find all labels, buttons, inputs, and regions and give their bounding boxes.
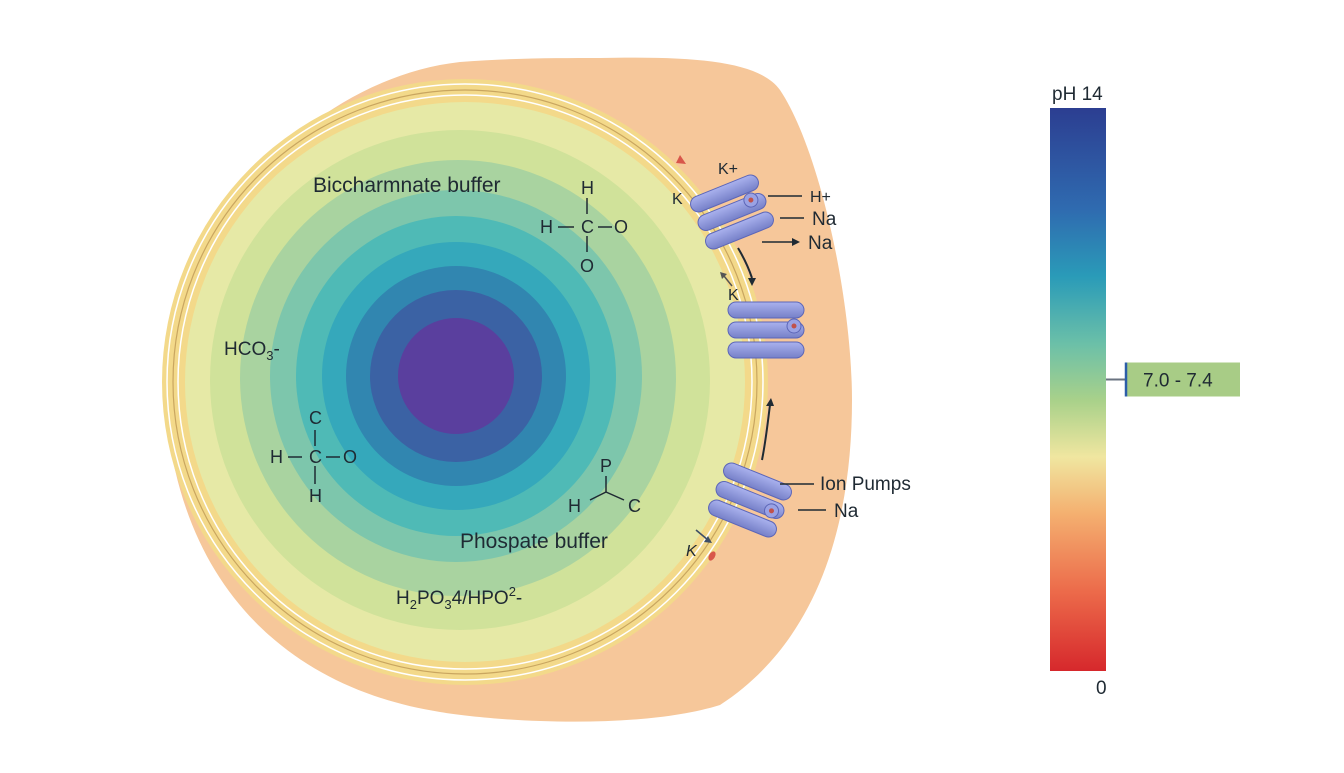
atom-h-left: H [540, 217, 553, 237]
atom-h: H [568, 496, 581, 516]
atom-c: C [628, 496, 641, 516]
h2po-sub1: 2 [410, 597, 417, 612]
atom-h-top: H [581, 178, 594, 198]
h2po-sub2: 3 [444, 597, 451, 612]
molecule-bicarbonate: H H C O O [540, 178, 628, 276]
red-ion-arrow-top [676, 155, 686, 164]
atom-c-top: C [309, 408, 322, 428]
na-1-label: Na [812, 209, 837, 230]
membrane-line-2 [172, 89, 758, 675]
transport-arrow-upper [737, 247, 753, 279]
atom-h-left: H [270, 447, 283, 467]
k-bottom-label: K [686, 543, 698, 560]
k-mid-label: K [728, 287, 739, 304]
hco3-sub: 3 [266, 348, 273, 363]
transport-arrow-upper-head [748, 278, 756, 286]
atom-c: C [581, 217, 594, 237]
membrane-line-1 [166, 83, 764, 681]
k-arrow-bottom-head [704, 536, 712, 543]
membrane-line-3 [177, 94, 753, 670]
phosphate-formula-label: H2PO34/HPO2- [396, 584, 522, 612]
ph-core [398, 318, 514, 434]
ph-scale-top-label: pH 14 [1052, 84, 1103, 105]
k-plus-top-label: K+ [718, 161, 738, 178]
molecule-phosphate: P H C [568, 456, 641, 516]
h2po-tail: - [516, 588, 522, 609]
atom-c-center: C [309, 447, 322, 467]
atom-p: P [600, 456, 612, 476]
bicarbonate-buffer-label: Biccharmnate buffer [313, 174, 501, 197]
ion-pump-1 [690, 174, 774, 250]
hco3-tail: - [273, 339, 279, 360]
red-ion-bottom [708, 551, 716, 561]
k-arrow-mid [723, 275, 733, 287]
h2po-h: H [396, 588, 410, 609]
transport-arrow-lower [761, 404, 771, 461]
h-plus-label: H+ [810, 189, 831, 206]
atom-o-bottom: O [580, 256, 594, 276]
ph-range-marker: 7.0 - 7.4 [1106, 362, 1240, 397]
h2po-rest: 4/HPO [452, 588, 509, 609]
molecule-left: C H C O H [270, 408, 357, 506]
k-arrow-bottom [695, 529, 709, 541]
hco3-base: HCO [224, 339, 266, 360]
h2po-sup: 2 [509, 584, 516, 599]
ion-pump-2 [727, 301, 805, 359]
h2po-mid: PO [417, 588, 444, 609]
hco3-label: HCO3- [224, 339, 280, 363]
atom-o-right: O [343, 447, 357, 467]
na-2-arrow-head [792, 238, 800, 246]
transport-arrow-lower-head [766, 398, 774, 406]
atom-o-right: O [614, 217, 628, 237]
ph-range-label: 7.0 - 7.4 [1143, 371, 1213, 392]
atom-h-bottom: H [309, 486, 322, 506]
k-arrow-mid-head [720, 272, 727, 279]
ph-scale-bottom-label: 0 [1096, 678, 1107, 699]
na-2-label: Na [808, 233, 833, 254]
ph-scale-bar [1050, 108, 1106, 671]
na-3-label: Na [834, 501, 859, 522]
phosphate-buffer-label: Phospate buffer [460, 530, 608, 553]
ion-pump-3 [708, 462, 792, 538]
ion-pumps-label: Ion Pumps [820, 474, 911, 495]
k-dot-label: K [672, 191, 683, 208]
ph-range-box [1126, 362, 1240, 397]
